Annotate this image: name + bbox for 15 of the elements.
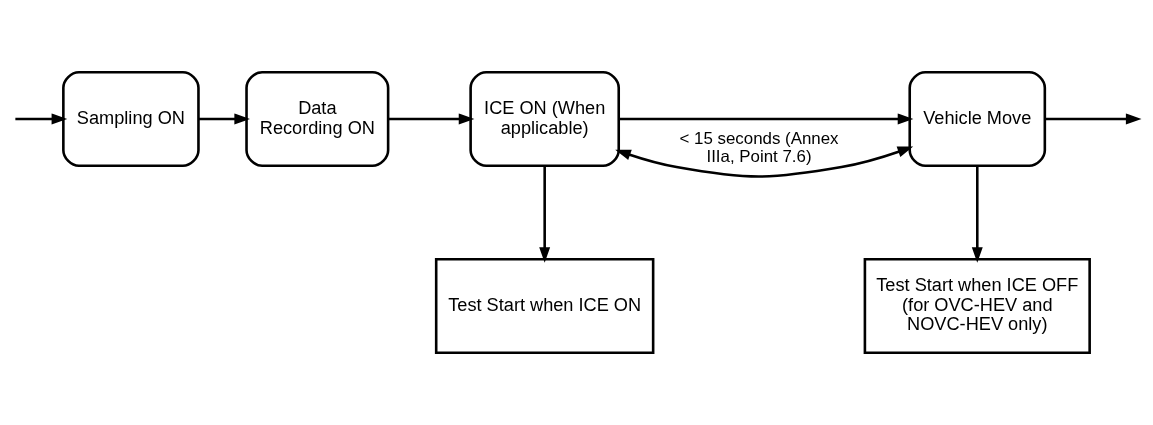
node-box: Test Start when ICE ON xyxy=(434,257,655,355)
arrow xyxy=(539,166,551,263)
arrow xyxy=(615,146,914,178)
node-box: Sampling ON xyxy=(62,70,200,168)
arrow xyxy=(388,113,475,125)
arrow xyxy=(1045,113,1142,125)
arrow xyxy=(198,113,250,125)
edge-label: < 15 seconds (Annex IIIa, Point 7.6) xyxy=(679,129,839,167)
node-box: Test Start when ICE OFF (for OVC-HEV and NOVC-HEV only) xyxy=(863,257,1091,355)
arrow xyxy=(15,113,68,125)
node-box: Data Recording ON xyxy=(245,70,390,168)
arrow xyxy=(971,166,983,263)
node-box: ICE ON (When applicable) xyxy=(469,70,620,168)
arrow xyxy=(618,113,914,125)
node-box: Vehicle Move xyxy=(908,70,1047,168)
